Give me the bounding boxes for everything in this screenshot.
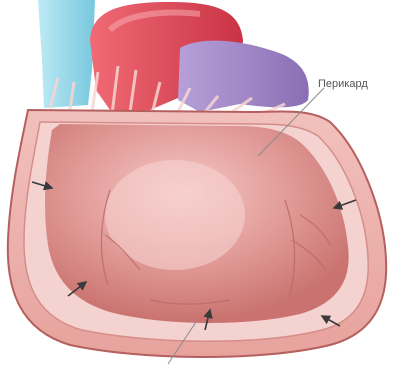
pulmonary-vein xyxy=(178,41,309,112)
pericard-label: Перикард xyxy=(318,78,368,90)
superior-vena-cava xyxy=(38,0,95,108)
